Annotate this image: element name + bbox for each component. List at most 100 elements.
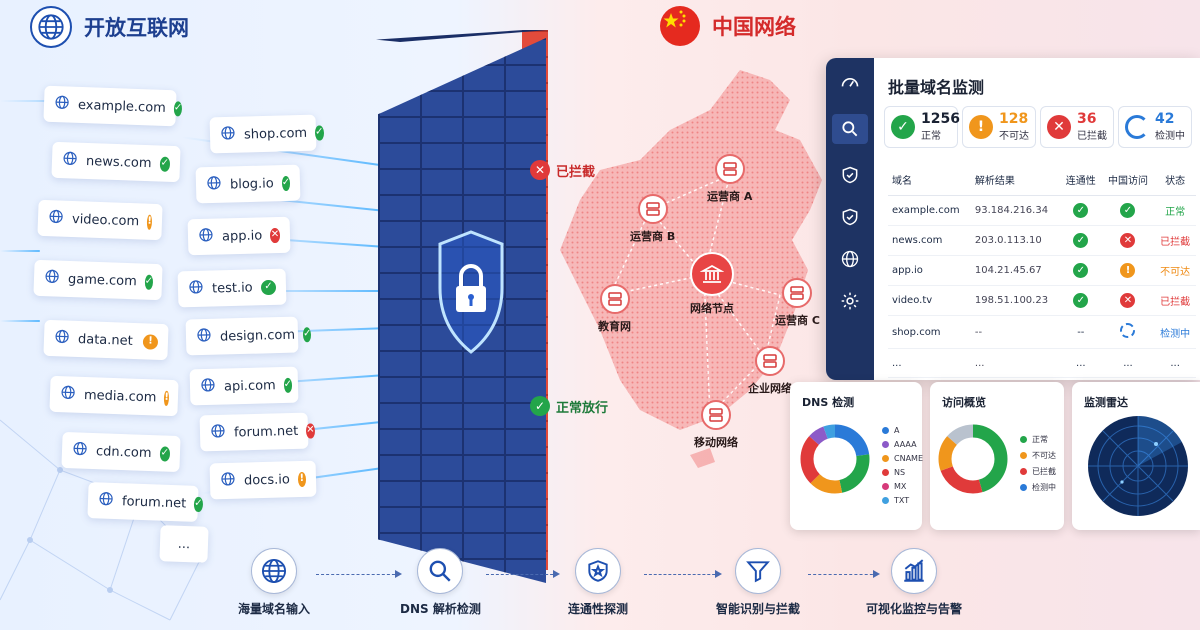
- domain-pill[interactable]: shop.com✓: [209, 114, 324, 154]
- legend-item: 已拦截: [1020, 466, 1056, 477]
- warning-icon: !: [969, 115, 993, 139]
- node-isp-b[interactable]: 运营商 B: [630, 194, 675, 244]
- domain-pill[interactable]: api.com✓: [189, 366, 299, 406]
- globe-icon: [62, 150, 79, 171]
- cell-ip: --: [970, 315, 1060, 349]
- legend-label: CNAME: [894, 454, 923, 463]
- node-center-label: 网络节点: [690, 302, 734, 315]
- domain-pill[interactable]: ...: [159, 525, 209, 563]
- flow-label-input: 海量域名输入: [238, 602, 311, 616]
- domain-pill[interactable]: cdn.com✓: [61, 431, 181, 473]
- domain-pill[interactable]: forum.net✕: [199, 412, 315, 452]
- globe-icon[interactable]: [839, 248, 861, 270]
- globe-icon: [30, 6, 72, 48]
- cell-ip: 203.0.113.10: [970, 225, 1060, 256]
- shield-lock-icon: [438, 230, 504, 354]
- table-row[interactable]: ...............: [888, 348, 1196, 378]
- cell-ip: 104.21.45.67: [970, 255, 1060, 286]
- legend-label: TXT: [894, 496, 910, 505]
- cell-domain: app.io: [888, 255, 971, 286]
- cell-status: 已拦截: [1154, 285, 1196, 316]
- cell-ip: 93.184.216.34: [970, 195, 1060, 226]
- legend-label: NS: [894, 468, 906, 477]
- shield-icon[interactable]: [839, 206, 861, 228]
- server-icon: [599, 284, 630, 314]
- node-isp-c-label: 运营商 C: [775, 314, 820, 327]
- funnel-icon: [735, 548, 781, 594]
- domain-pill[interactable]: news.com✓: [51, 141, 181, 183]
- search-icon[interactable]: [832, 114, 868, 144]
- legend-dot: [882, 427, 889, 434]
- domain-pill[interactable]: forum.net✓: [87, 482, 203, 522]
- node-enterprise-label: 企业网络: [748, 382, 792, 395]
- node-isp-a[interactable]: 运营商 A: [707, 154, 752, 204]
- domain-pill[interactable]: blog.io✓: [195, 164, 301, 204]
- legend-dot: [1020, 452, 1027, 459]
- column-header[interactable]: 状态: [1154, 164, 1196, 196]
- gear-icon[interactable]: [839, 290, 861, 312]
- domain-name: docs.io: [243, 471, 291, 488]
- column-header[interactable]: 域名: [888, 164, 971, 196]
- legend-dot: [882, 497, 889, 504]
- column-header[interactable]: 解析结果: [970, 164, 1060, 196]
- domain-pill[interactable]: docs.io!: [209, 460, 317, 500]
- stat-value: 128: [999, 110, 1029, 127]
- domain-pill[interactable]: test.io✓: [177, 268, 287, 308]
- warning-icon: !: [1120, 263, 1136, 278]
- domain-pill[interactable]: example.com✓: [43, 85, 183, 127]
- domain-pill[interactable]: video.com!: [37, 199, 163, 241]
- server-icon: [637, 194, 668, 224]
- domain-pill[interactable]: data.net!: [43, 319, 169, 361]
- globe-icon: [72, 440, 89, 461]
- node-center[interactable]: 网络节点: [690, 252, 734, 316]
- check-icon: ✓: [144, 274, 154, 290]
- cell-ip: 198.51.100.23: [970, 285, 1060, 316]
- stat-label: 检测中: [1155, 131, 1185, 143]
- node-mobile[interactable]: 移动网络: [694, 400, 738, 450]
- access-donut: [938, 424, 1008, 494]
- node-isp-c[interactable]: 运营商 C: [775, 278, 820, 328]
- blocked-icon: ✕: [1047, 115, 1071, 139]
- flow-step-input: 海量域名输入: [238, 548, 310, 617]
- table-row[interactable]: shop.com----检测中: [888, 315, 1196, 349]
- dashboard-icon[interactable]: [839, 72, 861, 94]
- table-header: 域名解析结果连通性中国访问状态: [888, 164, 1196, 196]
- globe-icon: [54, 328, 71, 349]
- domain-pill[interactable]: game.com✓: [33, 259, 163, 301]
- header-open-internet: 开放互联网: [30, 6, 189, 48]
- column-header[interactable]: 中国访问: [1101, 164, 1155, 196]
- cell-cn: !: [1101, 255, 1155, 286]
- cell-conn: ✓: [1059, 225, 1102, 256]
- legend-label: MX: [894, 482, 907, 491]
- domain-pill[interactable]: app.io✕: [187, 216, 291, 256]
- blocked-icon: ✕: [306, 422, 315, 439]
- cell-conn: ✓: [1059, 285, 1102, 316]
- flow-arrow: [486, 570, 560, 578]
- access-card: 访问概览 正常不可达已拦截检测中: [930, 382, 1064, 530]
- node-edu[interactable]: 教育网: [598, 284, 631, 334]
- column-header[interactable]: 连通性: [1059, 164, 1102, 196]
- domain-pill[interactable]: design.com✓: [185, 316, 312, 356]
- domain-name: app.io: [221, 227, 263, 244]
- server-icon: [755, 346, 785, 376]
- shield-check-icon[interactable]: [839, 164, 861, 186]
- china-map: [560, 70, 822, 468]
- domain-pill[interactable]: media.com!: [49, 375, 179, 417]
- cell-status: 已拦截: [1154, 225, 1196, 256]
- cell-domain: shop.com: [888, 315, 971, 349]
- globe-icon: [60, 384, 77, 405]
- node-isp-a-label: 运营商 A: [707, 190, 753, 203]
- server-icon: [714, 154, 745, 184]
- cell-conn: --: [1059, 315, 1102, 349]
- node-enterprise[interactable]: 企业网络: [748, 346, 792, 396]
